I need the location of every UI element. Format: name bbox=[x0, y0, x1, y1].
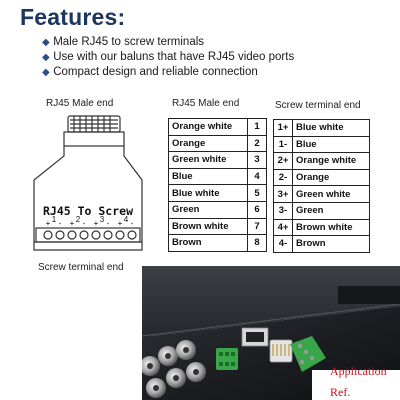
wire-color: Green bbox=[168, 200, 248, 219]
terminal-number: 3 bbox=[100, 215, 105, 224]
wire-color: Green bbox=[292, 201, 370, 220]
terminal-sign: - bbox=[59, 219, 62, 228]
terminal-id: 1+ bbox=[273, 119, 293, 137]
feature-item: ◆ Use with our baluns that have RJ45 vid… bbox=[42, 51, 294, 63]
pin-number: 1 bbox=[247, 118, 267, 136]
feature-text: Male RJ45 to screw terminals bbox=[53, 36, 205, 48]
feature-item: ◆ Male RJ45 to screw terminals bbox=[42, 36, 204, 48]
terminal-sign: - bbox=[131, 219, 134, 228]
table-row: 2-Orange bbox=[273, 168, 370, 187]
feature-text: Compact design and reliable connection bbox=[53, 66, 258, 78]
wire-color: Green white bbox=[168, 151, 248, 169]
feature-item: ◆ Compact design and reliable connection bbox=[42, 66, 258, 78]
wire-color: Green white bbox=[292, 185, 370, 203]
table-row: 4-Brown bbox=[273, 235, 370, 253]
wire-color: Brown bbox=[292, 235, 370, 253]
terminal-id: 4+ bbox=[273, 218, 293, 237]
pin-number: 6 bbox=[247, 200, 267, 219]
wire-color: Brown white bbox=[292, 218, 370, 237]
terminal-id: 1- bbox=[273, 135, 293, 154]
terminal-id: 2+ bbox=[273, 152, 293, 170]
wire-color: Blue bbox=[292, 135, 370, 154]
reference-caption: Ref. bbox=[330, 385, 351, 399]
diagram-top-label: RJ45 Male end bbox=[46, 98, 114, 109]
page-title: Features: bbox=[20, 4, 126, 30]
diagram-bottom-label: Screw terminal end bbox=[38, 262, 124, 273]
terminal-id: 3- bbox=[273, 201, 293, 220]
screw-terminal-table: 1+Blue white 1-Blue 2+Orange white 2-Ora… bbox=[273, 119, 370, 253]
terminal-sign: - bbox=[83, 219, 86, 228]
terminal-sign: + bbox=[70, 219, 75, 228]
terminal-id: 2- bbox=[273, 168, 293, 187]
table-row: 3-Green bbox=[273, 201, 370, 220]
feature-text: Use with our baluns that have RJ45 video… bbox=[53, 51, 295, 63]
wire-color: Orange bbox=[168, 134, 248, 153]
wire-color: Brown bbox=[168, 234, 248, 252]
wire-color: Brown white bbox=[168, 217, 248, 236]
table-row: 2+Orange white bbox=[273, 152, 370, 170]
bullet-icon: ◆ bbox=[42, 37, 50, 48]
table-row: 4+Brown white bbox=[273, 218, 370, 237]
wire-color: Blue white bbox=[292, 119, 370, 137]
table-row: 3+Green white bbox=[273, 185, 370, 203]
terminal-id: 4- bbox=[273, 235, 293, 253]
table-row: 1-Blue bbox=[273, 135, 370, 154]
wire-color: Blue bbox=[168, 167, 248, 186]
application-caption: Application bbox=[330, 364, 387, 378]
terminal-sign: + bbox=[94, 219, 99, 228]
terminal-number: 1 bbox=[52, 215, 57, 224]
wire-color: Orange white bbox=[168, 118, 248, 136]
rj45-table-header: RJ45 Male end bbox=[172, 98, 240, 109]
pin-number: 4 bbox=[247, 167, 267, 186]
bullet-icon: ◆ bbox=[42, 67, 50, 78]
pin-number: 3 bbox=[247, 151, 267, 169]
pin-number: 8 bbox=[247, 234, 267, 252]
application-photo bbox=[142, 266, 400, 400]
adapter-diagram: RJ45 To Screw + - + - + - + - 1 2 3 4 bbox=[33, 115, 143, 251]
terminal-sign: + bbox=[46, 219, 51, 228]
terminal-number: 4 bbox=[124, 215, 129, 224]
wire-color: Orange white bbox=[292, 152, 370, 170]
pin-number: 7 bbox=[247, 217, 267, 236]
screw-table-header: Screw terminal end bbox=[275, 100, 361, 111]
table-row: 1+Blue white bbox=[273, 119, 370, 137]
terminal-number: 2 bbox=[76, 215, 81, 224]
bullet-icon: ◆ bbox=[42, 52, 50, 63]
plug-label: RJ45 To Screw bbox=[43, 204, 133, 218]
pin-number: 5 bbox=[247, 184, 267, 202]
terminal-sign: + bbox=[118, 219, 123, 228]
wire-color: Blue white bbox=[168, 184, 248, 202]
terminal-sign: - bbox=[107, 219, 110, 228]
wire-color: Orange bbox=[292, 168, 370, 187]
pin-number: 2 bbox=[247, 134, 267, 153]
terminal-id: 3+ bbox=[273, 185, 293, 203]
